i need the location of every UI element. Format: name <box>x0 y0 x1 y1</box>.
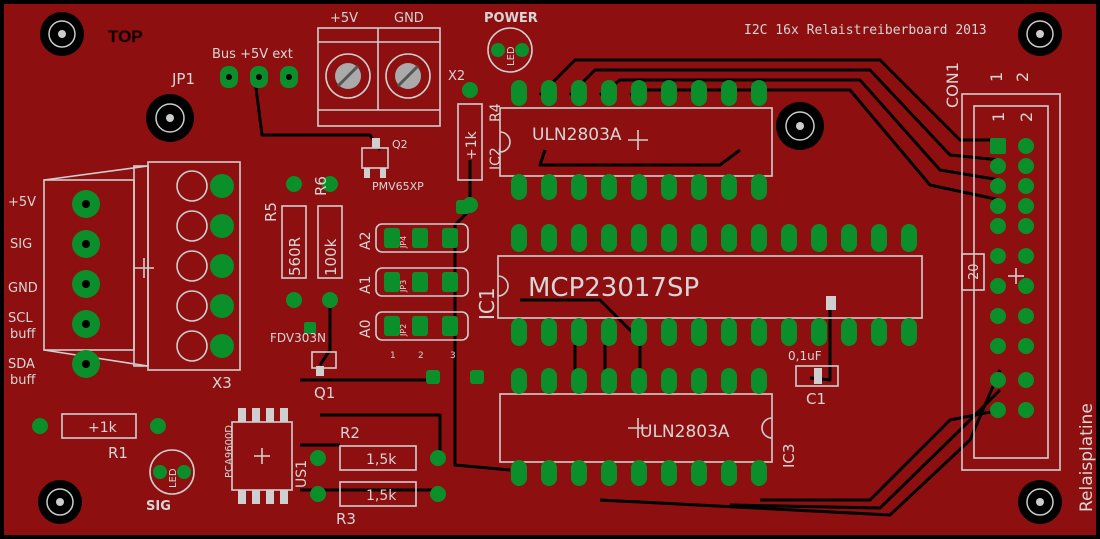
io-label-sda: SDA <box>8 357 35 372</box>
r3-value: 1,5k <box>366 488 397 504</box>
con1-pin2-outer: 2 <box>1013 72 1032 82</box>
side-label: Relaisplatine <box>1077 403 1097 512</box>
ic3-part: ULN2803A <box>640 422 730 442</box>
jp4-ref: JP4 <box>399 236 408 249</box>
power-terminal-plus-label: +5V <box>330 11 358 26</box>
r4-ref: R4 <box>488 103 504 122</box>
addr-label-a1: A1 <box>358 276 374 294</box>
ic1-pads-bottom <box>511 318 917 346</box>
r6-value: 100k <box>322 238 340 276</box>
con1-pin1-outer: 1 <box>987 72 1006 82</box>
r1-value: +1k <box>88 420 118 436</box>
us1-part: PCA9600D <box>224 425 235 478</box>
connector-con1: CON1 1 2 1 2 20 <box>943 62 1061 471</box>
jumper-label: Bus +5V ext <box>212 47 293 62</box>
ic2-part: ULN2803A <box>532 125 622 145</box>
sig-led-label: SIG <box>146 499 171 514</box>
r5-value: 560R <box>286 237 304 276</box>
r3-ref: R3 <box>336 510 356 528</box>
ic2-pads-bottom <box>511 174 767 200</box>
r4-value: +1k <box>464 130 480 160</box>
con1-ref: CON1 <box>943 62 962 108</box>
addr-pin-2: 2 <box>418 351 424 361</box>
io-terminal-ref: X3 <box>212 374 232 392</box>
mounting-hole-center <box>776 102 824 150</box>
io-label-plus5v: +5V <box>8 195 36 210</box>
con1-pin2-inner: 2 <box>1017 112 1036 122</box>
con1-pads <box>990 138 1034 418</box>
jumper-jp1: Bus +5V ext JP1 <box>171 47 298 88</box>
ic2-ref: IC2 <box>488 147 504 170</box>
r6-ref: R6 <box>312 176 330 196</box>
ic3-pads-top <box>511 368 767 394</box>
resistor-r2: 1,5k R2 <box>310 424 446 471</box>
con1-pin1-inner: 1 <box>989 112 1008 122</box>
q1-ref: Q1 <box>314 384 335 402</box>
jp2-ref: JP2 <box>399 324 408 337</box>
ic2-pads-top <box>511 80 767 106</box>
r5-ref: R5 <box>262 202 280 222</box>
r2-ref: R2 <box>340 424 360 442</box>
sig-led: LED SIG <box>146 449 195 514</box>
mounting-hole-bottom-left <box>38 480 82 524</box>
power-led-label: POWER <box>484 11 538 26</box>
top-label: TOP <box>108 27 143 46</box>
resistor-r1: +1k R1 <box>32 413 166 462</box>
jp3-ref: JP3 <box>399 280 408 293</box>
ic1-ref: IC1 <box>475 287 499 320</box>
resistor-r5: 560R R5 <box>262 176 307 308</box>
transistor-q1: FDV303N Q1 <box>270 322 337 402</box>
sig-led-ref: LED <box>168 468 179 488</box>
power-led-ref: LED <box>506 46 517 66</box>
addr-label-a0: A0 <box>358 320 374 338</box>
con1-pin20: 20 <box>967 263 982 280</box>
jumper-ref: JP1 <box>171 70 195 88</box>
addr-label-a2: A2 <box>358 232 374 250</box>
ic3-uln2803a: ULN2803A IC3 <box>499 368 798 486</box>
ic1-mcp23017sp: MCP23017SP IC1 <box>475 224 923 346</box>
mounting-hole-top-right <box>1018 12 1062 56</box>
io-label-sda-buff: buff <box>10 373 36 388</box>
ic1-part: MCP23017SP <box>528 273 699 303</box>
addr-pin-1: 1 <box>390 351 396 361</box>
io-label-scl-buff: buff <box>10 327 36 342</box>
power-terminal: +5V GND X2 <box>317 11 465 127</box>
mounting-hole-top-left <box>40 12 84 56</box>
q2-ref: Q2 <box>392 138 408 151</box>
io-terminal: X3 +5V SIG GND SCL buff SDA buff <box>8 161 241 392</box>
address-jumpers: A2 A1 A0 JP4 JP3 JP2 1 2 3 <box>358 223 469 361</box>
mounting-holes <box>38 12 1062 524</box>
c1-ref: C1 <box>806 390 826 408</box>
io-label-scl: SCL <box>8 311 33 326</box>
power-led: POWER LED <box>484 11 538 73</box>
ic3-ref: IC3 <box>780 444 798 468</box>
board-title: I2C 16x Relaistreiberboard 2013 <box>744 23 987 38</box>
addr-pin-3: 3 <box>450 351 456 361</box>
mounting-hole-bottom-right <box>1018 480 1062 524</box>
ic2-uln2803a: ULN2803A <box>499 80 773 200</box>
ic1-pads-top <box>511 224 917 252</box>
transistor-q2: Q2 PMV65XP <box>361 138 424 193</box>
vias <box>426 200 484 384</box>
r1-ref: R1 <box>108 444 128 462</box>
q1-part: FDV303N <box>270 331 326 345</box>
power-terminal-ref: X2 <box>448 69 465 84</box>
io-label-gnd: GND <box>8 281 38 296</box>
resistor-r6: 100k R6 <box>312 176 343 308</box>
c1-value: 0,1uF <box>788 349 822 363</box>
us1-pca9600d: PCA9600D US1 <box>224 408 310 504</box>
mounting-hole-left <box>146 94 194 142</box>
r2-value: 1,5k <box>366 452 397 468</box>
power-terminal-gnd-label: GND <box>394 11 424 26</box>
io-label-sig: SIG <box>10 237 32 252</box>
us1-ref: US1 <box>294 460 310 488</box>
resistor-r3: 1,5k R3 <box>310 481 446 528</box>
ic3-pads-bottom <box>511 460 767 486</box>
capacitor-c1: 0,1uF C1 <box>788 296 839 408</box>
q2-part: PMV65XP <box>372 180 424 193</box>
